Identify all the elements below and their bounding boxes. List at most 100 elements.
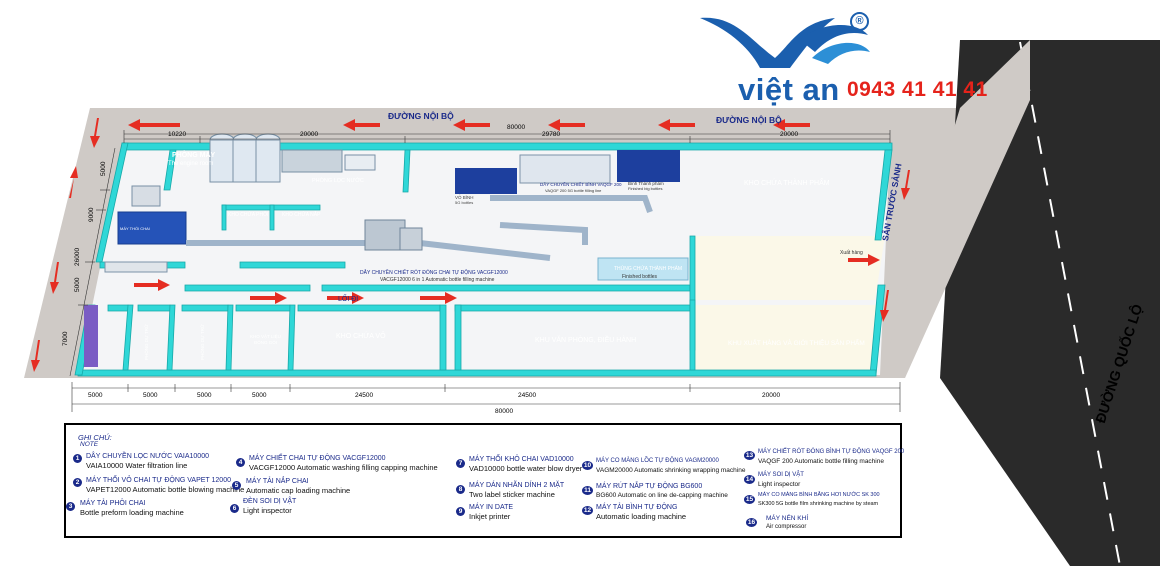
dim-top-2: 20000: [300, 131, 319, 138]
legend-num-8: 8: [456, 485, 465, 494]
reserve-room-1-label: PHÒNG DỰ TRỮ: [144, 324, 149, 360]
engine-room-label: PHÒNG MÁY: [172, 152, 216, 159]
road-label-left: ĐƯỜNG NỘI BỘ: [388, 111, 454, 121]
dim-bottom-5: 24500: [355, 392, 374, 399]
bottle-line-label-en: VAQGF 200 5G bottle filling line: [545, 188, 602, 193]
legend-num-13: 13: [744, 451, 755, 460]
finished-big-label-en: Finished big bottles: [628, 186, 663, 191]
legend-num-11: 11: [582, 486, 593, 495]
filling-line-label-en: VACGF12000 6 in 1 Automatic bottle filli…: [380, 277, 495, 283]
empty-store-label-en: 5G bottles: [455, 200, 474, 205]
empty-store-label: VỎ BÌNH: [455, 195, 474, 200]
brand-name: việt an: [738, 72, 840, 107]
reserve-room-2-label: PHÒNG DỰ TRỮ: [200, 324, 205, 360]
dim-bottom-total: 80000: [495, 408, 514, 415]
exit-label: Xuất hàng: [840, 250, 863, 256]
brand-logo-mark: [700, 17, 870, 68]
filling-machine: [364, 219, 406, 251]
road-label-right: ĐƯỜNG NỘI BỘ: [716, 115, 782, 125]
walls: [74, 142, 893, 377]
cap-loader: [399, 227, 423, 251]
dim-left-3: 26000: [74, 247, 81, 266]
legend-num-15: 15: [744, 495, 755, 504]
legend-num-4: 4: [236, 458, 245, 467]
material-store-label-2: ĐÓNG GÓI: [254, 340, 278, 345]
bottle-stack-2: [617, 150, 680, 182]
dim-bottom-6: 24500: [518, 392, 537, 399]
walkway-label: LỐI ĐI: [338, 296, 359, 303]
legend-num-9: 9: [456, 507, 465, 516]
legend-num-6: 6: [230, 504, 239, 513]
traffic-arrows: [31, 118, 910, 372]
bottle-store-label: KHO CHỨA VỎ: [336, 333, 386, 340]
finished-store-label: KHO CHỨA THÀNH PHẨM: [744, 180, 830, 187]
legend-num-10: 10: [582, 461, 593, 470]
brand-phone: 0943 41 41 41: [847, 78, 988, 101]
filtration-tanks: [209, 133, 376, 183]
legend-num-1: 1: [73, 454, 82, 463]
office-label: KHU VĂN PHÒNG, ĐIỀU HÀNH: [535, 337, 637, 344]
blowing-machine-label: MÁY THỔI CHAI: [120, 226, 150, 231]
legend-title: GHI CHÚ:: [78, 433, 112, 442]
preform-loader: [131, 185, 161, 207]
finished-bin-label-en: Finished bottles: [622, 274, 658, 280]
legend-num-5: 5: [232, 481, 241, 490]
dim-top-4: 20000: [780, 131, 799, 138]
finished-big-label: Bình Thành phẩm: [628, 181, 664, 186]
export-area-floor: [690, 305, 880, 370]
dim-bottom-3: 5000: [197, 392, 212, 399]
legend-num-3: 3: [66, 502, 75, 511]
preform-store-label: KHO CHỨA PHÔI: [228, 212, 269, 218]
legend-num-12: 12: [582, 506, 593, 515]
compressor: [104, 261, 168, 273]
front-yard: [880, 40, 1030, 378]
filter-room-label: PHÒNG LỌC NƯỚC: [312, 178, 364, 184]
bottom-dimension-lines: [71, 382, 901, 412]
vaqgf-line: [519, 154, 611, 184]
bottle-line-label: DÂY CHUYỀN CHIẾT BÌNH VAQGF 200: [540, 182, 622, 187]
material-store-label: KHO VẬT LIỆU: [250, 334, 281, 339]
dim-left-5: 7000: [62, 331, 69, 346]
finished-area-floor: [690, 236, 885, 300]
finished-bin-label: THÙNG CHỨA THÀNH PHẨM: [614, 266, 683, 272]
legend-num-2: 2: [73, 478, 82, 487]
top-dimension-lines: [123, 130, 891, 143]
dim-left-1: 5000: [100, 161, 107, 176]
filling-line-label: DÂY CHUYỀN CHIẾT RÓT ĐÓNG CHAI TỰ ĐỘNG V…: [360, 270, 508, 276]
legend-num-7: 7: [456, 459, 465, 468]
finished-bin: [597, 257, 689, 281]
dim-top-total: 80000: [507, 124, 526, 131]
legend-title-en: NOTE: [80, 441, 99, 448]
dim-top-3: 29780: [542, 131, 561, 138]
legend-box: GHI CHÚ: NOTE 1 DÂY CHUYỀN LỌC NƯỚC VAIA…: [64, 423, 904, 538]
dim-left-2: 9000: [88, 207, 95, 222]
highway-lane-line: [1019, 41, 1121, 566]
legend-num-16: 16: [746, 518, 757, 527]
left-dimension-lines: [69, 147, 116, 377]
factory-floor: [78, 146, 890, 375]
blowing-machine: [117, 211, 187, 245]
dim-bottom-2: 5000: [143, 392, 158, 399]
dim-bottom-7: 20000: [762, 392, 781, 399]
dim-top-1: 10220: [168, 131, 187, 138]
cap-store-label: KHO CHỨA NẮP: [282, 212, 321, 218]
purple-unit: [84, 305, 98, 367]
conveyor-lines: [186, 195, 653, 261]
